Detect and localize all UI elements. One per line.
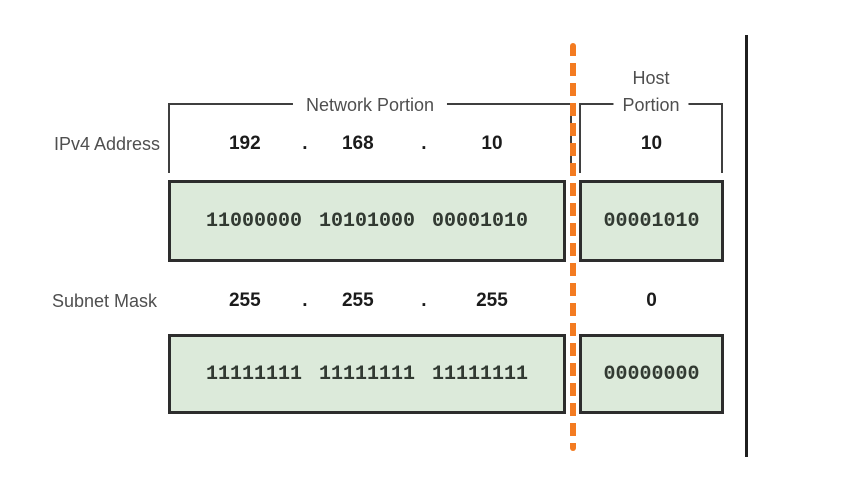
ipv4-host-binary-box: 00001010 [579, 180, 724, 262]
octet-value: 10 [481, 133, 503, 154]
binary-group: 11000000 [205, 209, 302, 233]
subnet-mask-decimal-row: 255 . 255 . 255 [168, 290, 566, 314]
network-portion-bracket: Network Portion [168, 93, 572, 173]
octet-value: 255 [228, 290, 261, 311]
dot-separator: . [421, 290, 427, 311]
dot-separator: . [302, 133, 308, 154]
ipv4-address-label: IPv4 Address [53, 134, 160, 154]
binary-group: 00000000 [603, 362, 700, 386]
ipv4-network-binary-box: 11000000 10101000 00001010 [168, 180, 566, 262]
host-octet-value: 10 [640, 133, 663, 154]
octet-value: 168 [341, 133, 374, 154]
binary-group: 11111111 [432, 362, 529, 386]
mask-network-binary-box: 11111111 11111111 11111111 [168, 334, 566, 414]
host-octet-value: 0 [646, 290, 657, 311]
network-portion-label: Network Portion [292, 93, 448, 117]
binary-group: 11111111 [318, 362, 415, 386]
binary-group: 00001010 [603, 209, 700, 233]
octet-value: 192 [228, 133, 261, 154]
mask-host-binary-box: 00000000 [579, 334, 724, 414]
binary-group: 11111111 [205, 362, 302, 386]
network-host-divider-dashed-line [570, 43, 576, 451]
subnet-mask-label: Subnet Mask [51, 291, 157, 311]
host-portion-label-line2: Portion [622, 95, 680, 115]
octet-value: 255 [476, 290, 508, 311]
dot-separator: . [421, 133, 427, 154]
octet-value: 255 [341, 290, 374, 311]
binary-group: 10101000 [318, 209, 415, 233]
ipv4-decimal-row: 192 . 168 . 10 [168, 133, 566, 157]
dot-separator: . [302, 290, 308, 311]
host-portion-label-line1: Host [632, 68, 670, 88]
binary-group: 00001010 [432, 209, 529, 233]
right-border-line [745, 35, 748, 457]
